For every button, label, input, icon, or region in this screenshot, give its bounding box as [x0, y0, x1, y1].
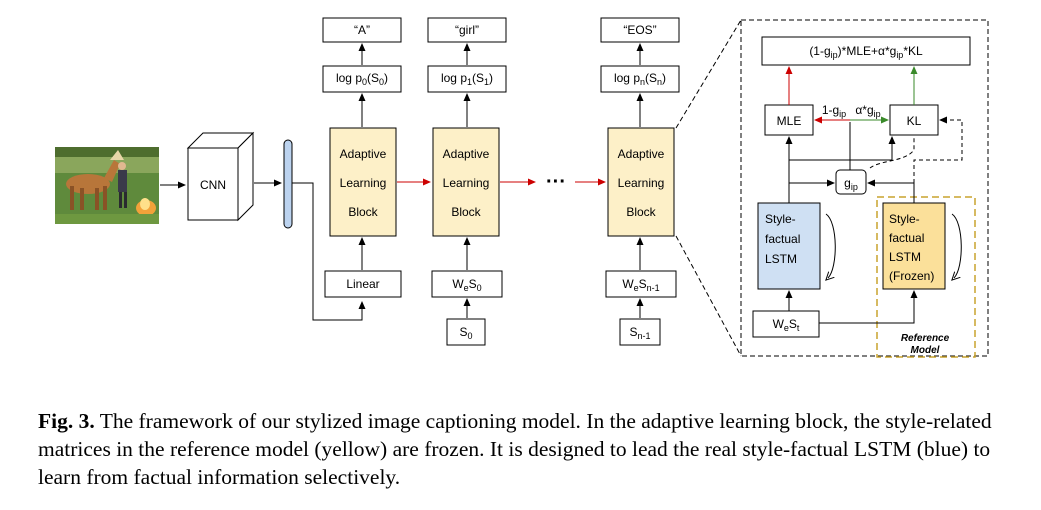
- log-prob-label: log p1(S1): [441, 71, 493, 87]
- svg-text:(Frozen): (Frozen): [889, 269, 934, 283]
- token-label: Sn-1: [629, 325, 650, 341]
- output-word-box: [322, 17, 402, 43]
- recurrence-loop-yellow: [952, 213, 962, 278]
- svg-text:Style-: Style-: [765, 212, 796, 226]
- kl-label: KL: [907, 114, 922, 128]
- output-word-box: [427, 17, 507, 43]
- token-box: [619, 318, 661, 346]
- gate-box: [835, 169, 867, 195]
- ellipsis: ···: [546, 171, 566, 193]
- log-prob-label: log p0(S0): [336, 71, 388, 87]
- reference-model-label-2: Model: [911, 345, 940, 356]
- reference-model-label-1: Reference: [901, 333, 950, 344]
- input-embedding-label: WeSt: [773, 317, 800, 333]
- weight-kl-label: α*gip: [855, 103, 880, 119]
- svg-text:Block: Block: [626, 205, 656, 219]
- svg-text:Block: Block: [451, 205, 481, 219]
- log-prob-box: [322, 65, 402, 93]
- caption-text: The framework of our stylized image capt…: [38, 409, 992, 489]
- output-word-box: [600, 17, 680, 43]
- linear-label: Linear: [346, 277, 379, 291]
- adaptive-learning-block: [432, 127, 500, 237]
- svg-text:factual: factual: [889, 231, 924, 245]
- output-word: “girl”: [455, 23, 479, 37]
- log-prob-label: log pn(Sn): [614, 71, 666, 87]
- objective-box: [761, 36, 971, 66]
- svg-text:Adaptive: Adaptive: [618, 147, 665, 161]
- svg-text:Learning: Learning: [340, 176, 387, 190]
- adaptive-learning-block: [607, 127, 675, 237]
- reference-model-frame: [876, 196, 976, 358]
- objective-formula: (1-gip)*MLE+α*gip*KL: [809, 44, 923, 60]
- step-column-0: “A” log p0(S0) Adaptive Learning Block L…: [322, 17, 402, 298]
- gate-label: gip: [844, 176, 858, 192]
- input-embedding-box: [752, 310, 820, 338]
- svg-text:Adaptive: Adaptive: [443, 147, 490, 161]
- token-box: [446, 318, 486, 346]
- token-label: S0: [459, 325, 472, 341]
- arrow-frozen-to-gate: [867, 179, 915, 203]
- embedding-label: WeSn-1: [622, 277, 659, 293]
- svg-text:Block: Block: [348, 205, 378, 219]
- svg-text:Learning: Learning: [443, 176, 490, 190]
- figure-caption: Fig. 3. The framework of our stylized im…: [38, 407, 1023, 491]
- embedding-label: WeS0: [452, 277, 481, 293]
- log-prob-box: [600, 65, 680, 93]
- zoom-connector-top: [675, 19, 742, 129]
- embedding-box: [605, 270, 677, 298]
- arrow-input-to-frozen: [819, 290, 918, 324]
- framework-diagram: CNN “A” log p0(S0) Adaptive Learning Blo…: [55, 17, 989, 358]
- svg-text:factual: factual: [765, 232, 800, 246]
- arrow-feature-to-linear: [292, 182, 366, 321]
- linear-box: [324, 270, 402, 298]
- arrow-lstm-to-kl: [789, 136, 896, 161]
- recurrence-loop-blue: [826, 213, 836, 278]
- svg-text:LSTM: LSTM: [889, 250, 921, 264]
- input-image: [55, 147, 159, 224]
- svg-text:Style-: Style-: [889, 212, 920, 226]
- caption-label: Fig. 3.: [38, 409, 95, 433]
- cnn-label: CNN: [200, 178, 226, 192]
- log-prob-box: [427, 65, 507, 93]
- step-column-n: “EOS” log pn(Sn) Adaptive Learning Block…: [600, 17, 680, 346]
- kl-box: [889, 104, 939, 136]
- adaptive-learning-block: [329, 127, 397, 237]
- svg-text:LSTM: LSTM: [765, 252, 797, 266]
- svg-text:Learning: Learning: [618, 176, 665, 190]
- style-factual-lstm: [757, 202, 821, 290]
- svg-text:Adaptive: Adaptive: [340, 147, 387, 161]
- detail-panel: (1-gip)*MLE+α*gip*KL MLE KL 1-gip α*gip …: [740, 19, 989, 358]
- mle-label: MLE: [777, 114, 802, 128]
- embedding-box: [431, 270, 503, 298]
- feature-vector: [283, 139, 293, 229]
- output-word: “EOS”: [623, 23, 656, 37]
- arrow-frozen-to-kl: [913, 116, 963, 183]
- output-word: “A”: [354, 23, 370, 37]
- weight-mle-label: 1-gip: [822, 103, 846, 119]
- zoom-connector-bottom: [675, 235, 742, 357]
- cnn-block: CNN: [186, 131, 255, 222]
- step-column-1: “girl” log p1(S1) Adaptive Learning Bloc…: [427, 17, 507, 346]
- detail-frame: [740, 19, 989, 357]
